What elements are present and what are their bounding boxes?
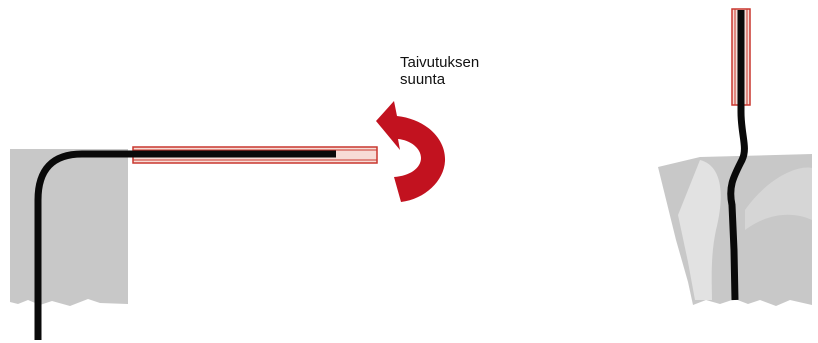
label-line-1: Taivutuksen (400, 54, 480, 71)
bending-direction-label: Taivutuksen suunta (400, 54, 479, 88)
right-concrete-chip (678, 160, 721, 300)
left-cable (34, 150, 336, 340)
curved-rotation-arrow-icon (376, 101, 446, 202)
right-concrete-sheen (745, 167, 812, 230)
right-cable (727, 10, 748, 301)
label-line-2: suunta (400, 71, 446, 88)
left-concrete-block (10, 149, 128, 306)
